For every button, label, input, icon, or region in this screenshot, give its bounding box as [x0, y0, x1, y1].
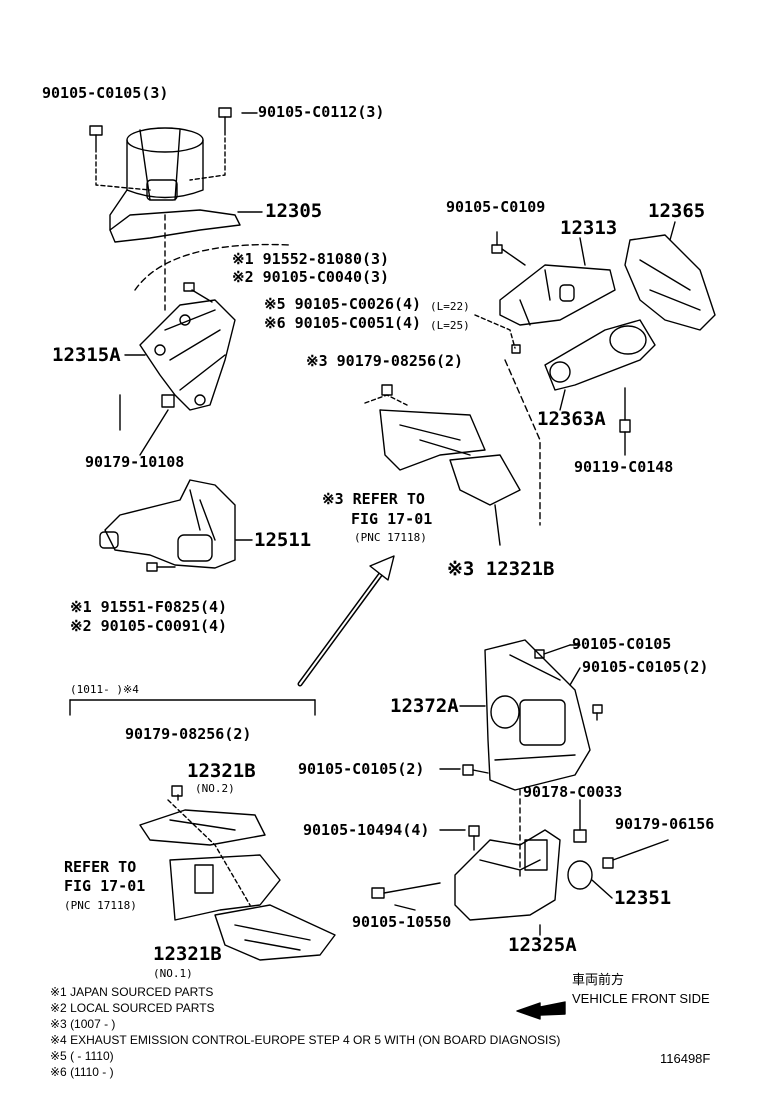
label-90105-c0091: ※2 90105-C0091(4) [70, 617, 228, 635]
footnote-6: ※6 (1110 - ) [50, 1065, 114, 1079]
label-90178-c0033: 90178-C0033 [523, 783, 623, 801]
bolt-91552 [183, 282, 213, 303]
label-90179-08256-lower: 90179-08256(2) [125, 725, 252, 743]
bolt-90105-c0105-right [592, 704, 603, 721]
nut-90179-06156 [602, 839, 669, 869]
bracket-refer-17-01 [169, 854, 281, 921]
label-90105-c0051: ※6 90105-C0051(4) [264, 314, 422, 332]
label-90105-c0026: ※5 90105-C0026(4) [264, 295, 422, 313]
bolt-90105-c0109 [491, 244, 526, 266]
direction-label-en: VEHICLE FRONT SIDE [572, 991, 710, 1006]
reference-arrow [297, 555, 395, 687]
label-refer-to-lower: REFER TO [64, 858, 137, 876]
label-12325a: 12325A [508, 934, 577, 956]
bolt-90105-10550 [371, 882, 441, 899]
bracket-12321b-upper [379, 384, 521, 506]
label-12321b-no1: 12321B [153, 943, 222, 965]
label-12372a: 12372A [390, 695, 459, 717]
bracket-12315a [139, 299, 236, 411]
label-12315a: 12315A [52, 344, 121, 366]
label-12321b-no2: 12321B [187, 760, 256, 782]
label-12305: 12305 [265, 200, 323, 222]
bolt-90105-c0105-top [534, 644, 571, 659]
bolt-90105-c0105 [89, 125, 103, 153]
label-12363a: 12363A [537, 408, 606, 430]
label-12351: 12351 [614, 887, 672, 909]
figure-id: 116498F [660, 1051, 711, 1066]
label-90119-c0148: 90119-C0148 [574, 458, 674, 476]
bracket-12372a [484, 639, 591, 791]
label-90179-08256-upper: ※3 90179-08256(2) [306, 352, 464, 370]
label-90105-c0105-top: 90105-C0105 [572, 635, 672, 653]
label-91552-81080: ※1 91552-81080(3) [232, 250, 390, 268]
label-90105-c0105-2-left: 90105-C0105(2) [298, 760, 425, 778]
footnote-5: ※5 ( - 1110) [50, 1049, 114, 1063]
torque-rod-12363a [544, 319, 656, 391]
label-fig-17-01-upper: FIG 17-01 [351, 510, 433, 528]
label-90105-c0040: ※2 90105-C0040(3) [232, 268, 390, 286]
nut-90178-c0033 [573, 829, 587, 843]
label-refer-to-upper: ※3 REFER TO [322, 490, 425, 508]
footnote-3: ※3 (1007 - ) [50, 1017, 116, 1031]
label-no2: (NO.2) [195, 782, 235, 795]
bracket-12511 [99, 479, 236, 572]
bracket-12325a [454, 829, 561, 921]
bolt-90105-c0105-left [462, 764, 489, 776]
footnote-2: ※2 LOCAL SOURCED PARTS [50, 1001, 215, 1015]
label-12321b-upper: ※3 12321B [447, 558, 555, 580]
label-12365: 12365 [648, 200, 706, 222]
label-90179-10108: 90179-10108 [85, 453, 185, 471]
label-90105-10550: 90105-10550 [352, 913, 452, 931]
label-90179-06156: 90179-06156 [615, 815, 715, 833]
cover-12365 [624, 234, 716, 331]
label-l25: (L=25) [430, 319, 470, 332]
bracket-12313 [499, 264, 616, 326]
label-fig-17-01-lower: FIG 17-01 [64, 877, 146, 895]
footnote-4: ※4 EXHAUST EMISSION CONTROL-EUROPE STEP … [50, 1033, 561, 1047]
bolt-90119-c0148 [619, 387, 631, 456]
label-12313: 12313 [560, 217, 618, 239]
bolt-90105-c0112 [218, 107, 232, 136]
bolt-90105-10494 [468, 825, 480, 851]
label-90105-c0109: 90105-C0109 [446, 198, 546, 216]
label-1011-group: (1011- )※4 [70, 683, 139, 696]
label-91551-f0825: ※1 91551-F0825(4) [70, 598, 228, 616]
label-no1: (NO.1) [153, 967, 193, 980]
label-l22: (L=22) [430, 300, 470, 313]
bracket-12321b-no2 [139, 785, 266, 846]
front-direction-arrow [516, 1001, 566, 1020]
label-pnc-17118-upper: (PNC 17118) [354, 531, 427, 544]
direction-label-jp: 車両前方 [572, 972, 625, 987]
label-12511: 12511 [254, 529, 312, 551]
bracket-12321b-no1 [214, 904, 336, 961]
label-90105-10494: 90105-10494(4) [303, 821, 430, 839]
label-90105-c0105-2-right: 90105-C0105(2) [582, 658, 709, 676]
engine-mount-12305 [109, 127, 241, 243]
label-90105-c0112-3: 90105-C0112(3) [258, 103, 385, 121]
cushion-12351 [567, 860, 613, 899]
footnote-1: ※1 JAPAN SOURCED PARTS [50, 985, 214, 999]
label-90105-c0105-3: 90105-C0105(3) [42, 84, 169, 102]
label-pnc-17118-lower: (PNC 17118) [64, 899, 137, 912]
